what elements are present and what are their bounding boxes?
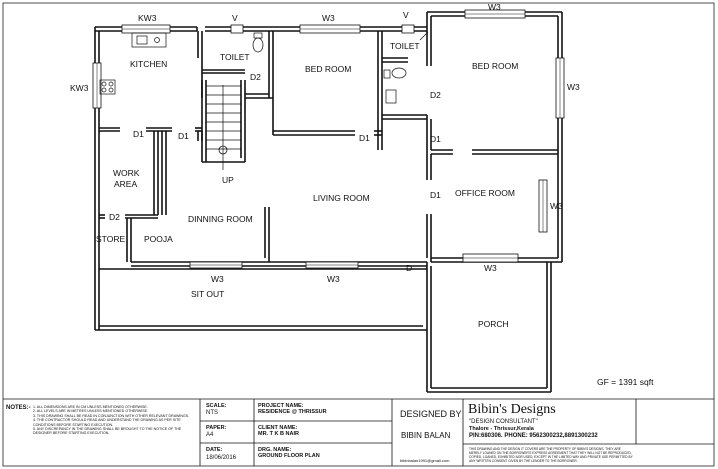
- date-value: 18/06/2016: [206, 455, 237, 461]
- firm-address: Thalore - Thrissur,Kerala: [469, 426, 534, 432]
- designed-by-label: DESIGNED BY: [400, 409, 462, 419]
- hob-burner-icon: [101, 87, 107, 93]
- stair-steps: [206, 85, 241, 170]
- firm-name: Bibin's Designs: [468, 402, 556, 417]
- room-label-bedroom-right: BED ROOM: [472, 61, 518, 71]
- opening-w3-office-bottom: W3: [484, 263, 497, 273]
- opening-w3-office: W3: [550, 201, 563, 211]
- vent-v-right: [401, 24, 415, 34]
- wash-basin-icon: [385, 89, 397, 104]
- opening-w3-top-right: W3: [488, 2, 501, 12]
- drawing-label: DRG. NAME:: [258, 447, 292, 453]
- opening-kw3-top: KW3: [138, 13, 157, 23]
- notes-list: 1. ALL DIMENSIONS ARE IN CM UNLESS MENTI…: [33, 405, 195, 436]
- window-glazing: [96, 13, 561, 266]
- toilet-wc-icon: [391, 67, 407, 79]
- hob-burner-icon: [108, 81, 114, 87]
- kitchen-sink-icon: [131, 32, 167, 48]
- note-item: 5. ANY DISCREPANCY IN THE DRAWING SHALL …: [33, 427, 182, 436]
- opening-d1-bedroom-left: D1: [359, 133, 370, 143]
- opening-v-left: V: [232, 13, 238, 23]
- opening-d1-office: D1: [430, 190, 441, 200]
- room-label-sit-out: SIT OUT: [191, 289, 224, 299]
- hob-burner-icon: [101, 81, 107, 87]
- area-note: GF = 1391 sqft: [597, 377, 654, 387]
- paper-label: PAPER:: [206, 425, 227, 431]
- opening-kw3-left: KW3: [70, 83, 89, 93]
- windows: [92, 9, 565, 269]
- project-value: RESIDENCE @ THRISSUR: [258, 409, 327, 415]
- date-label: DATE:: [206, 447, 223, 453]
- toilet-wc-icon: [252, 37, 264, 53]
- firm-contact: PIN:680306. PHONE: 9562300232,8891300232: [469, 433, 598, 439]
- opening-w3-right: W3: [567, 82, 580, 92]
- designer-name: BIBIN BALAN: [401, 431, 451, 440]
- note-item: 2. ALL LEVELS ARE IN METRES UNLESS MENTI…: [33, 409, 149, 414]
- toilet-tank-icon: [253, 32, 263, 39]
- opening-w3-bed-left: W3: [322, 13, 335, 23]
- room-label-pooja: POOJA: [144, 234, 173, 244]
- opening-d1-bedroom-right: D1: [430, 134, 441, 144]
- room-label-office-room: OFFICE ROOM: [455, 188, 515, 198]
- room-label-work-area-1: WORK: [113, 168, 140, 178]
- title-block-frame: [3, 398, 714, 466]
- room-label-store: STORE: [96, 234, 125, 244]
- designer-email: bibinbalan1991@gmail.com: [400, 458, 450, 463]
- scale-label: SCALE:: [206, 403, 227, 409]
- room-label-bedroom-left: BED ROOM: [305, 64, 351, 74]
- opening-d1-kitchen: D1: [133, 129, 144, 139]
- tap-icon: [154, 37, 160, 43]
- opening-w3-sitout-left: W3: [211, 274, 224, 284]
- drawing-value: GROUND FLOOR PLAN: [258, 453, 320, 459]
- opening-d-main: D: [406, 263, 412, 273]
- opening-v-right: V: [403, 10, 409, 20]
- opening-w3-sitout-right: W3: [327, 274, 340, 284]
- hob-burner-icon: [108, 87, 114, 93]
- opening-d1-stair: D1: [178, 131, 189, 141]
- kitchen-hob-icon: [99, 79, 116, 95]
- client-label: CLIENT NAME:: [258, 425, 298, 431]
- project-label: PROJECT NAME:: [258, 403, 304, 409]
- scale-value: NTS: [206, 410, 218, 416]
- room-label-dinning-room: DINNING ROOM: [188, 214, 253, 224]
- note-item: 4. THE CONTRACTOR SHOULD READ AND UNDERS…: [33, 418, 181, 427]
- client-value: MR. T K B NAIR: [258, 431, 299, 437]
- stair-arrow-icon: [218, 145, 228, 155]
- note-item: 3. THIS DRAWING SHALL BE READ IN CONJUNC…: [33, 413, 190, 418]
- opening-d2-store: D2: [109, 212, 120, 222]
- room-label-porch: PORCH: [478, 319, 509, 329]
- stair-up-label: UP: [222, 175, 234, 185]
- notes-title: NOTES:-: [6, 405, 31, 411]
- toilet-tank-icon: [383, 69, 391, 79]
- room-label-toilet-left: TOILET: [220, 52, 250, 62]
- opening-d2-toilet-right: D2: [430, 90, 441, 100]
- room-label-kitchen: KITCHEN: [130, 59, 167, 69]
- shower-icon: [419, 31, 429, 41]
- copyright-note: THIS DRAWING AND THE DESIGN IT COVERS AR…: [469, 447, 633, 463]
- fixtures: [99, 31, 429, 104]
- room-label-work-area-2: AREA: [114, 179, 137, 189]
- note-item: 1. ALL DIMENSIONS ARE IN CM UNLESS MENTI…: [33, 405, 148, 409]
- kitchen-sink-bowl-icon: [136, 35, 148, 45]
- firm-tagline: "DESIGN CONSULTANT": [469, 419, 538, 425]
- paper-value: A4: [206, 432, 214, 438]
- opening-d2-toilet-left: D2: [250, 72, 261, 82]
- room-label-living-room: LIVING ROOM: [313, 193, 370, 203]
- vent-v-left: [230, 24, 244, 34]
- room-label-toilet-right: TOILET: [390, 41, 420, 51]
